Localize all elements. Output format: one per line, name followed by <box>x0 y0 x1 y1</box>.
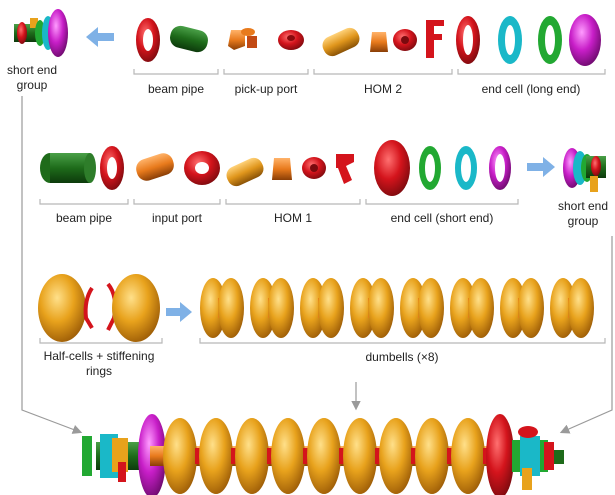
assembled-cavity <box>82 414 564 495</box>
row2-input-port-shape <box>134 151 220 185</box>
row1-hom2-label: HOM 2 <box>364 82 402 96</box>
row1-blue-arrow <box>86 27 114 47</box>
row3-brackets <box>40 338 605 343</box>
dumbell <box>300 278 344 338</box>
dumbell <box>250 278 294 338</box>
row2-end-cell-short-shape <box>374 140 511 196</box>
half-cells-label: Half-cells + stiffening rings <box>34 349 164 379</box>
row1-brackets <box>134 69 605 74</box>
dumbell <box>350 278 394 338</box>
row2-short-end-group-icon <box>563 148 606 192</box>
row1-pickup-port-label: pick-up port <box>235 82 298 96</box>
row1-hom2-shape <box>320 20 444 59</box>
cavity-cell <box>199 418 237 494</box>
cavity-cell <box>415 418 453 494</box>
row2-beam-pipe-shape <box>40 146 124 190</box>
left-connector-arrow <box>22 96 80 432</box>
row1-short-end-group-label: short end group <box>6 63 58 93</box>
row2-end-cell-short-label: end cell (short end) <box>391 211 494 225</box>
cavity-cell <box>451 418 489 494</box>
row2-input-port-label: input port <box>152 211 202 225</box>
row1-end-cell-long-label: end cell (long end) <box>482 82 581 96</box>
cavity-cell <box>271 418 309 494</box>
dumbell <box>500 278 544 338</box>
dumbell <box>200 278 244 338</box>
cavity-cell <box>343 418 381 494</box>
cavity-cell <box>379 418 417 494</box>
row1-beam-pipe-shape <box>136 18 210 62</box>
cavity-cell <box>235 418 273 494</box>
row2-blue-arrow <box>527 157 555 177</box>
dumbell <box>550 278 594 338</box>
row2-hom1-shape <box>224 154 354 189</box>
dumbells-row <box>200 278 594 338</box>
dumbells-label: dumbells (×8) <box>365 350 438 364</box>
dumbell <box>450 278 494 338</box>
row2-brackets <box>40 199 518 204</box>
half-cells-shape <box>38 274 160 342</box>
row1-pickup-port-shape <box>228 28 304 50</box>
cavity-cell <box>163 418 201 494</box>
row1-end-cell-long-shape <box>456 14 601 66</box>
row2-short-end-group-label: short end group <box>551 199 615 229</box>
row3-blue-arrow <box>166 302 192 322</box>
dumbell <box>400 278 444 338</box>
row2-hom1-label: HOM 1 <box>274 211 312 225</box>
cavity-cell <box>307 418 345 494</box>
row1-short-end-group-icon <box>14 9 68 57</box>
row2-beam-pipe-label: beam pipe <box>56 211 112 225</box>
row1-beam-pipe-label: beam pipe <box>148 82 204 96</box>
